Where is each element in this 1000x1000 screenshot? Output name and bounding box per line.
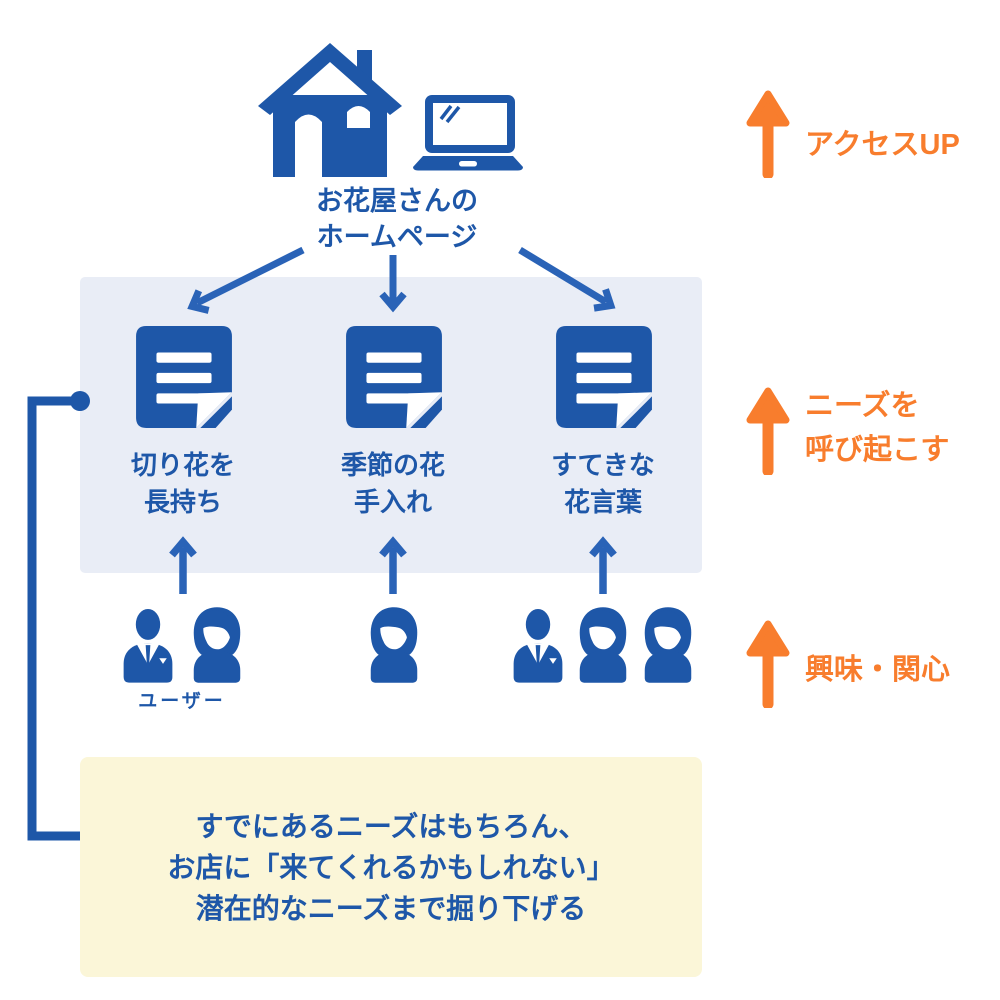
user-male-icon xyxy=(508,608,568,684)
document-icon xyxy=(136,326,232,428)
user-female-icon xyxy=(637,606,699,684)
access-up-label: アクセスUP xyxy=(805,129,960,161)
user-female-icon xyxy=(363,606,425,684)
document-icon xyxy=(556,326,652,428)
user-female-icon xyxy=(572,606,634,684)
article-label-1: 切り花を 長持ち xyxy=(73,447,293,521)
laptop-icon xyxy=(413,95,523,171)
user-male-icon xyxy=(118,608,178,684)
house-icon xyxy=(258,40,402,178)
article-label-2: 季節の花 手入れ xyxy=(283,447,503,521)
note-line-1: すでにあるニーズはもちろん、 xyxy=(195,810,587,842)
note-line-3: 潜在的なニーズまで掘り下げる xyxy=(195,892,587,924)
homepage-label: お花屋さんの ホームページ xyxy=(247,183,547,255)
user-female-icon xyxy=(186,606,248,684)
needs-label-line1: ニーズを xyxy=(805,390,920,422)
up-arrow-icon xyxy=(744,616,792,708)
article-label-3: すてきな 花言葉 xyxy=(493,447,713,521)
needs-label: ニーズを 呼び起こす xyxy=(805,384,949,472)
article-2-line2: 手入れ xyxy=(353,487,432,517)
up-arrow-icon xyxy=(744,383,792,475)
article-2-line1: 季節の花 xyxy=(340,450,445,480)
article-3-line2: 花言葉 xyxy=(563,487,642,517)
needs-label-line2: 呼び起こす xyxy=(805,434,950,466)
note-line-2: お店に「来てくれるかもしれない」 xyxy=(167,851,615,883)
document-icon xyxy=(346,326,442,428)
homepage-label-line2: ホームページ xyxy=(316,222,478,252)
note-box: すでにあるニーズはもちろん、 お店に「来てくれるかもしれない」 潜在的なニーズま… xyxy=(80,757,702,977)
interest-label: 興味・関心 xyxy=(805,654,951,686)
article-3-line1: すてきな xyxy=(551,450,655,480)
users-label: ユーザー xyxy=(138,691,226,712)
homepage-label-line1: お花屋さんの xyxy=(316,186,478,216)
up-arrow-icon xyxy=(744,86,792,178)
article-1-line2: 長持ち xyxy=(143,487,222,517)
article-1-line1: 切り花を xyxy=(130,450,235,480)
